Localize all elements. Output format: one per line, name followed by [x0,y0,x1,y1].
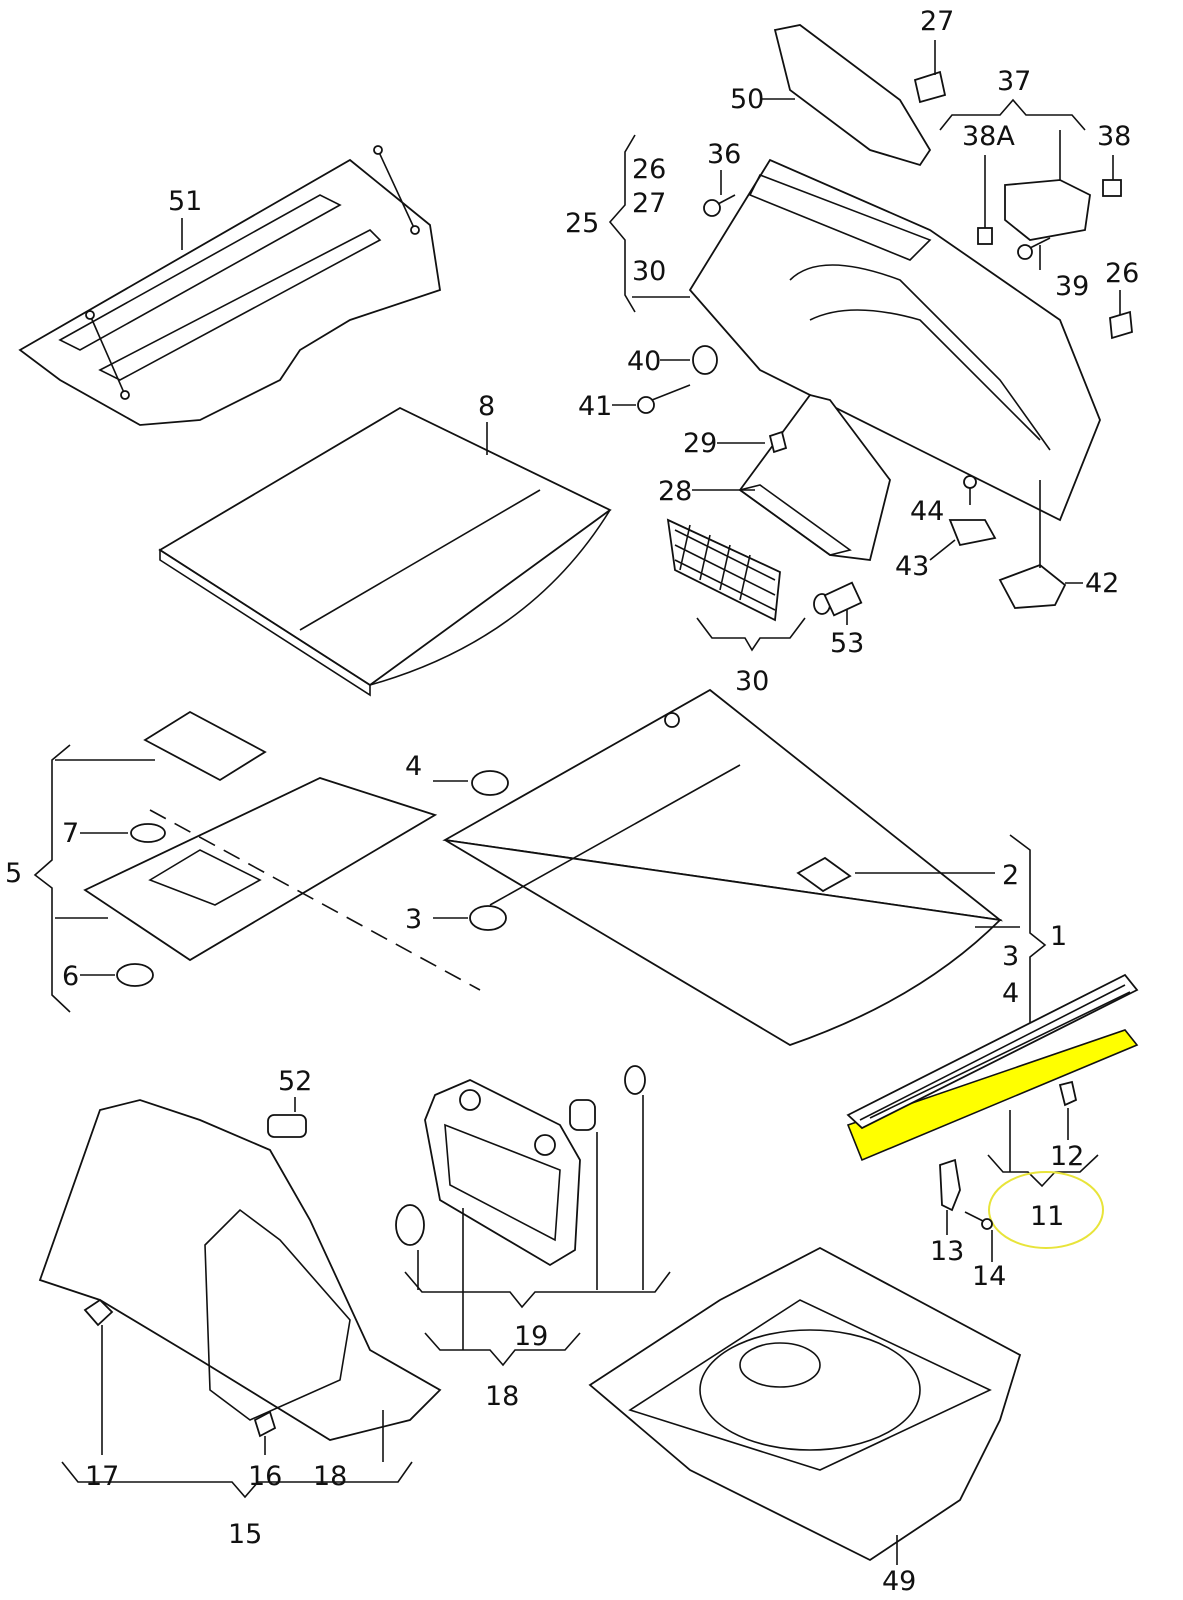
part-13-bracket [939,1158,961,1212]
part-3-washer [469,905,507,931]
part-14-bolt [964,1211,993,1230]
part-41-screw [637,384,691,414]
label-36: 36 [707,139,741,170]
part-18-access-cover [424,1079,581,1267]
part-11-sill-trim [846,973,1139,1162]
label-12: 12 [1050,1141,1084,1172]
part-42-latch [998,563,1067,609]
label-4-left: 4 [405,751,422,782]
part-51-luggage-cover [18,145,442,426]
label-3-left: 3 [405,904,422,935]
sill-trim-highlight [846,1029,1139,1162]
part-12-clip [1058,1080,1078,1107]
part-5-floor-insert [83,710,438,962]
label-3-right: 3 [1002,941,1019,972]
part-39-screw [1017,237,1051,260]
label-53: 53 [830,628,864,659]
label-44: 44 [910,496,944,527]
label-19: 19 [514,1321,548,1352]
label-5: 5 [5,858,22,889]
label-18-lower: 18 [313,1461,347,1492]
label-26-brace: 26 [632,154,666,185]
label-18-upper: 18 [485,1381,519,1412]
part-40-clip [692,345,718,375]
label-30-net: 30 [735,666,769,697]
label-37: 37 [997,66,1031,97]
label-52: 52 [278,1066,312,1097]
label-28: 28 [658,476,692,507]
part-44-screw [963,475,977,505]
label-2: 2 [1002,860,1019,891]
part-15-side-trim-lower [38,1099,442,1441]
label-38: 38 [1097,121,1131,152]
label-17: 17 [85,1461,119,1492]
part-30-net [666,518,781,622]
label-49: 49 [882,1566,916,1597]
part-38-clip [1102,179,1122,197]
label-4-right: 4 [1002,978,1019,1009]
part-26-clip [1109,310,1133,340]
part-53-socket [813,581,863,617]
label-51: 51 [168,186,202,217]
part-28-storage-box [738,393,891,561]
label-30-brace: 30 [632,256,666,287]
part-7-washer [130,823,166,843]
part-17-clip [83,1298,114,1327]
label-15: 15 [228,1519,262,1550]
label-40: 40 [627,346,661,377]
part-6-washer [116,963,154,987]
part-29-clip [768,430,788,454]
label-27-brace: 27 [632,188,666,219]
part-27-clip [913,70,947,104]
part-52-light [267,1114,307,1138]
label-50: 50 [730,84,764,115]
part-50-pillar-trim [773,24,932,167]
label-16: 16 [248,1461,282,1492]
label-13: 13 [930,1236,964,1267]
label-43: 43 [895,551,929,582]
label-42: 42 [1085,568,1119,599]
part-1-floor-carpet [442,688,1004,1046]
label-1: 1 [1050,921,1067,952]
label-14: 14 [972,1261,1006,1292]
label-38A: 38A [962,121,1015,152]
part-16-clip [253,1410,277,1438]
label-39: 39 [1055,271,1089,302]
part-37-bracket [1004,179,1091,241]
part-38A-nut [977,227,993,245]
part-19-fasteners [395,1065,646,1246]
label-6: 6 [62,961,79,992]
label-27-top: 27 [920,6,954,37]
part-36-screw [703,194,736,217]
label-25: 25 [565,208,599,239]
highlight-circle-11 [988,1171,1104,1249]
label-26-right: 26 [1105,258,1139,289]
part-49-spare-wheel-well [588,1246,1022,1562]
label-8: 8 [478,391,495,422]
part-43-ring [948,519,997,547]
label-7: 7 [62,818,79,849]
part-4-washer [471,770,509,796]
part-8-floor-panel [158,406,612,697]
label-11: 11 [1030,1201,1064,1232]
part-2-grommet [796,856,852,893]
label-41: 41 [578,391,612,422]
part-25-side-trim-upper [688,158,1101,522]
label-29: 29 [683,428,717,459]
